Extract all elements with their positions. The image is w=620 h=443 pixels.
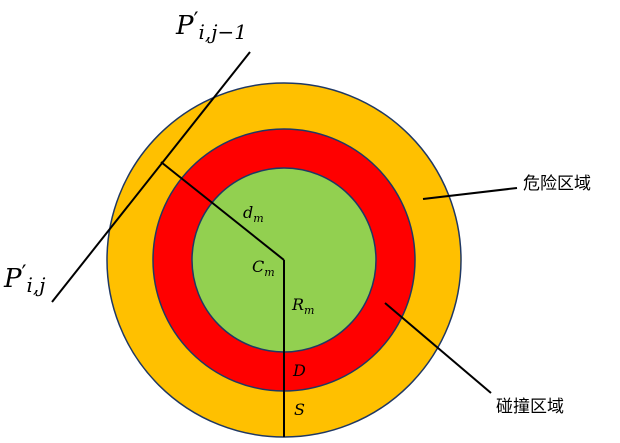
distance-dm-line <box>160 161 285 261</box>
danger-zone-label: 危险区域 <box>523 174 591 194</box>
collision-zone-leader <box>384 302 492 394</box>
distance-dm-label: dm <box>243 203 264 225</box>
path-line <box>51 51 251 303</box>
danger-zone-leader <box>422 187 518 200</box>
collision-zone-label: 碰撞区域 <box>496 397 564 417</box>
radius-rm-label: Rm <box>291 295 314 317</box>
collision-width-d-label: D <box>292 361 306 380</box>
point-p-prev-label: P′i,j−1 <box>175 9 247 44</box>
danger-width-s-label: S <box>294 400 305 419</box>
center-cm-label: Cm <box>252 257 275 279</box>
point-p-curr-label: P′i,j <box>3 262 45 297</box>
